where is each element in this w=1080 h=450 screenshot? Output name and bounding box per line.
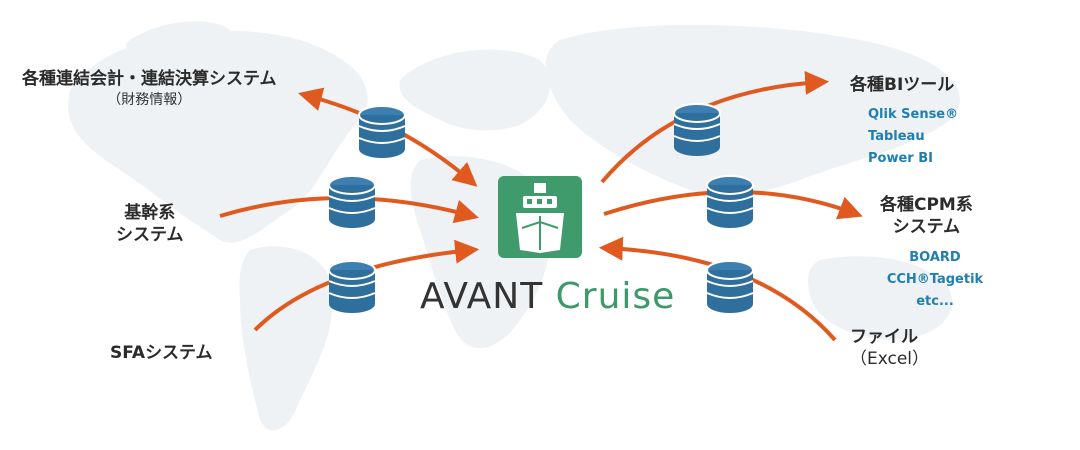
target-bi-products: Qlik Sense® Tableau Power BI (868, 104, 958, 170)
source-sfa-label: SFAシステム (110, 343, 213, 363)
target-cpm-label: 各種CPM系 システム (880, 195, 973, 237)
product-item: CCH®Tagetik (886, 272, 984, 287)
database-icon (706, 260, 754, 314)
brand-word-avant: AVANT (420, 276, 544, 317)
product-item: Power BI (868, 151, 933, 166)
database-icon (673, 103, 721, 157)
target-file-subtitle: （Excel） (850, 349, 930, 369)
product-item: Tableau (868, 129, 925, 144)
product-item: Qlik Sense® (868, 107, 959, 122)
source-consolidation-subtitle: （財務情報） (107, 92, 192, 108)
target-file-label: ファイル （Excel） (850, 327, 930, 369)
target-cpm-products: BOARD CCH®Tagetik etc... (880, 247, 990, 313)
source-core-system-label: 基幹系 システム (116, 203, 184, 245)
brand-word-cruise: Cruise (555, 276, 676, 317)
product-item: BOARD (909, 250, 961, 265)
brand-wordmark: AVANT Cruise (420, 276, 675, 317)
database-icon (328, 260, 376, 314)
ship-icon (498, 176, 582, 258)
source-consolidation-label: 各種連結会計・連結決算システム （財務情報） (22, 69, 277, 108)
database-icon (706, 175, 754, 229)
product-item: etc... (916, 294, 954, 309)
target-bi-label: 各種BIツール (850, 75, 955, 95)
database-icon (328, 175, 376, 229)
database-icon (358, 105, 406, 159)
